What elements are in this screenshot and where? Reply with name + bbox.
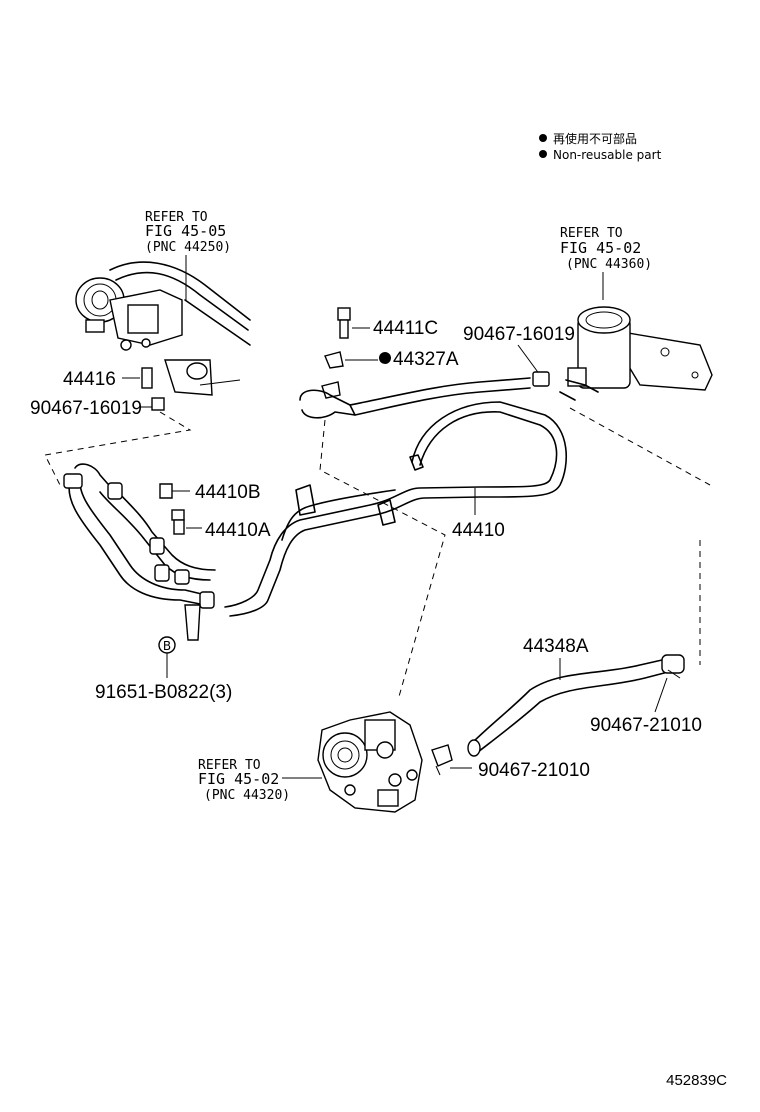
legend-en: Non-reusable part bbox=[553, 148, 662, 162]
pump-reference[interactable]: REFER TO FIG 45-02 (PNC 44320) bbox=[198, 758, 290, 803]
bolt-44410a bbox=[171, 509, 185, 535]
clamp-90467-21010-right bbox=[661, 654, 685, 679]
figure-code: 452839C bbox=[666, 1072, 727, 1089]
part-44327a[interactable]: 44327A bbox=[393, 349, 459, 370]
ref-fig: FIG 45-02 bbox=[560, 239, 641, 257]
legend-bullet bbox=[539, 150, 547, 158]
legend: 再使用不可部品 Non-reusable part bbox=[539, 131, 662, 162]
bolt-44411c bbox=[337, 307, 351, 339]
clamp-90467-21010-bottom bbox=[431, 744, 453, 776]
part-91651-b0822[interactable]: 91651-B0822(3) bbox=[95, 682, 232, 703]
bolt-mark: B bbox=[163, 639, 171, 653]
clip-90467-16019 bbox=[532, 371, 550, 387]
part-44416[interactable]: 44416 bbox=[63, 369, 116, 390]
legend-bullet bbox=[539, 134, 547, 142]
ref-pnc: (PNC 44250) bbox=[145, 240, 231, 255]
legend-jp: 再使用不可部品 bbox=[553, 131, 637, 146]
part-44410a[interactable]: 44410A bbox=[205, 520, 271, 541]
return-hose-44348a bbox=[467, 659, 669, 757]
leader-line bbox=[654, 677, 668, 713]
leader-line bbox=[517, 344, 541, 376]
part-90467-16019-left[interactable]: 90467-16019 bbox=[30, 398, 142, 419]
fitting-44416 bbox=[141, 367, 165, 411]
part-44411c[interactable]: 44411C bbox=[373, 318, 438, 339]
gasket-44327a bbox=[321, 351, 344, 399]
ref-fig: FIG 45-05 bbox=[145, 222, 226, 240]
part-44410b[interactable]: 44410B bbox=[195, 482, 261, 503]
reservoir-drawing bbox=[559, 306, 713, 401]
part-90467-16019-right[interactable]: 90467-16019 bbox=[463, 324, 575, 345]
non-reusable-mark bbox=[379, 352, 391, 364]
part-90467-21010-bottom[interactable]: 90467-21010 bbox=[478, 760, 590, 781]
connection-lines bbox=[44, 407, 711, 701]
ref-pnc: (PNC 44360) bbox=[566, 257, 652, 272]
pipe-assembly-44410 bbox=[63, 377, 568, 641]
pump-drawing bbox=[317, 711, 423, 813]
gasket-44410b bbox=[159, 483, 173, 499]
ref-fig: FIG 45-02 bbox=[198, 770, 279, 788]
ref-text: REFER TO bbox=[560, 226, 623, 241]
ref-text: REFER TO bbox=[198, 758, 261, 773]
ref-pnc: (PNC 44320) bbox=[204, 788, 290, 803]
gear-box-reference[interactable]: REFER TO FIG 45-05 (PNC 44250) bbox=[145, 210, 231, 255]
part-44348a[interactable]: 44348A bbox=[523, 636, 589, 657]
ref-text: REFER TO bbox=[145, 210, 208, 225]
part-90467-21010-right[interactable]: 90467-21010 bbox=[590, 715, 702, 736]
part-44410[interactable]: 44410 bbox=[452, 520, 505, 541]
reservoir-reference[interactable]: REFER TO FIG 45-02 (PNC 44360) bbox=[560, 226, 652, 272]
gear-box-drawing bbox=[75, 261, 251, 396]
